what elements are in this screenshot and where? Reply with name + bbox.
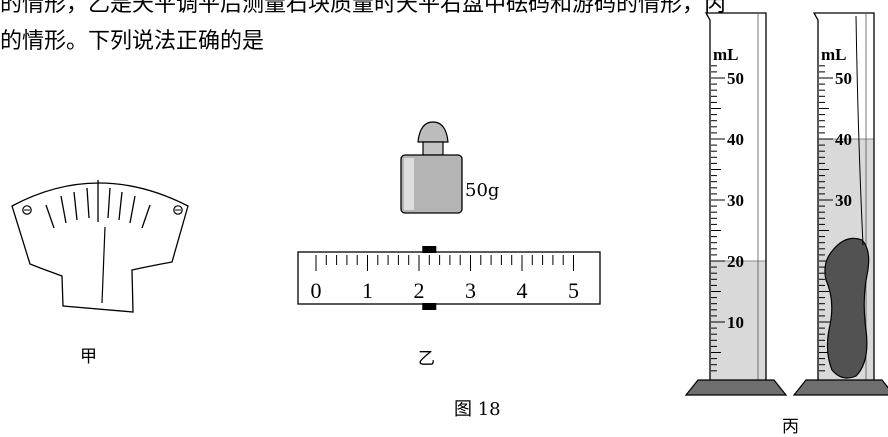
cylinder-number: 20 xyxy=(727,252,744,271)
unit-label: mL xyxy=(713,45,739,64)
cylinder-number: 40 xyxy=(727,130,744,149)
stone xyxy=(824,237,870,379)
cylinder-number: 30 xyxy=(727,191,744,210)
cylinder-number: 10 xyxy=(727,313,744,332)
beam-number: 3 xyxy=(465,278,476,303)
beam-number: 1 xyxy=(362,278,373,303)
thread xyxy=(855,15,864,246)
balance-pointer xyxy=(101,226,106,304)
rider-bottom xyxy=(422,303,437,310)
beam-number: 5 xyxy=(568,278,579,303)
cylinder-number: 50 xyxy=(835,69,852,88)
scale-ticks xyxy=(45,180,151,229)
scale-plate xyxy=(11,182,189,313)
cylinder-wall xyxy=(704,12,767,380)
liquid xyxy=(710,261,766,380)
figure-caption: 图 18 xyxy=(454,399,501,420)
beam-number: 4 xyxy=(517,278,528,303)
caption-bing: 丙 xyxy=(782,417,799,437)
weight-50g xyxy=(400,121,463,214)
cylinder-number: 40 xyxy=(835,130,852,149)
cylinder-number: 50 xyxy=(727,69,744,88)
cylinder-base xyxy=(792,379,888,396)
cylinder-number: 30 xyxy=(835,191,852,210)
weight-label: 50g xyxy=(465,180,500,201)
caption-yi: 乙 xyxy=(418,349,435,369)
balance-pointer-scale xyxy=(11,180,189,313)
cylinder-water-only: mL 50 40 30 20 10 xyxy=(684,12,788,396)
cylinder-base xyxy=(684,379,788,396)
unit-label: mL xyxy=(821,45,847,64)
caption-jia: 甲 xyxy=(80,347,97,367)
rider-top xyxy=(422,246,437,253)
beam-number: 2 xyxy=(414,278,425,303)
problem-text-line-2: 的情形。下列说法正确的是 xyxy=(0,29,265,54)
cylinder-wall xyxy=(812,12,875,380)
beam-number: 0 xyxy=(311,278,322,303)
beam-scale xyxy=(297,246,601,310)
problem-text-line-1: 的情形，乙是天平调平后测量石块质量时天平右盘中砝码和游码的情形，丙 xyxy=(0,0,727,17)
